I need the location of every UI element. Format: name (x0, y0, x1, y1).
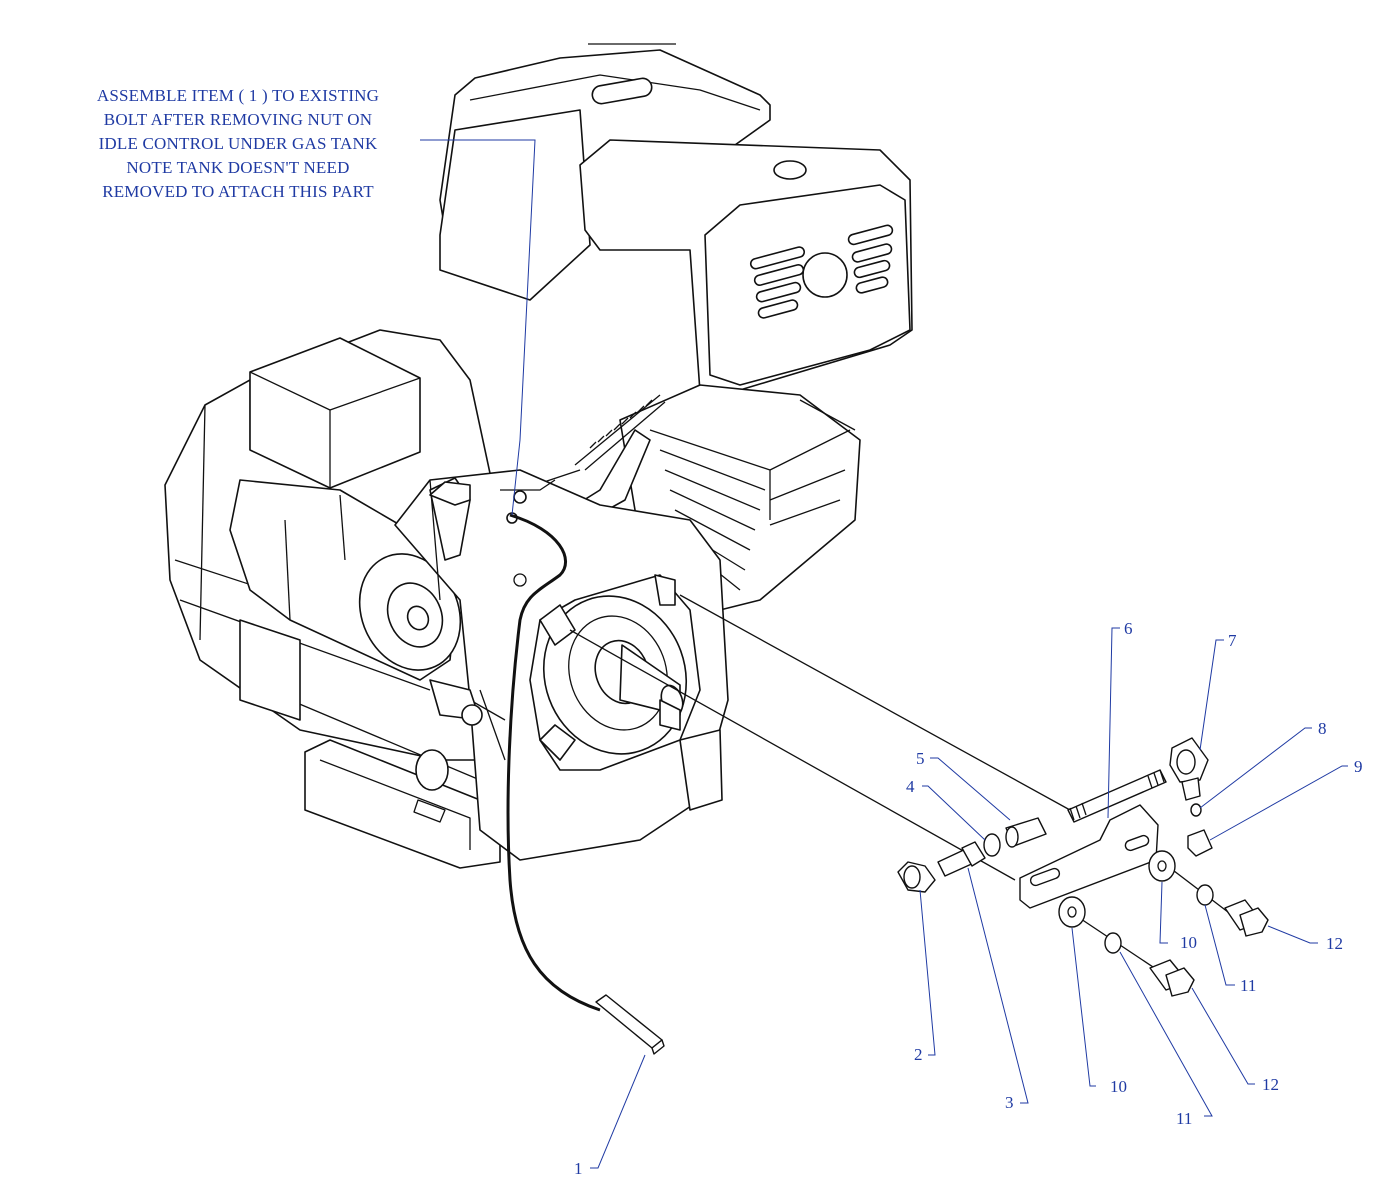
callout-4: 4 (906, 777, 915, 796)
part-9-nut (1187, 829, 1213, 857)
note-line-1: ASSEMBLE ITEM ( 1 ) TO EXISTING (96, 86, 380, 105)
axis-line-upper (679, 594, 1071, 811)
callout-11-lower: 11 (1176, 1109, 1192, 1128)
callout-1: 1 (574, 1159, 583, 1178)
exploded-parts (569, 594, 1269, 997)
part-6-threaded-rod (1067, 769, 1167, 823)
callout-5: 5 (916, 749, 925, 768)
part-10-washer-b (1058, 896, 1086, 928)
callout-leaders (590, 627, 1348, 1169)
part-5-spacer (1005, 817, 1047, 848)
callout-9: 9 (1354, 757, 1363, 776)
callout-12-lower: 12 (1262, 1075, 1279, 1094)
callout-2: 2 (914, 1045, 923, 1064)
air-cleaner-housing (579, 139, 913, 393)
callout-8: 8 (1318, 719, 1327, 738)
idle-control (429, 479, 556, 524)
lower-block (239, 619, 723, 811)
callout-3: 3 (1005, 1093, 1014, 1112)
note-line-4: NOTE TANK DOESN'T NEED (126, 158, 350, 177)
left-box (249, 337, 421, 489)
callout-10-upper: 10 (1180, 933, 1197, 952)
fuel-tank (439, 49, 771, 301)
axis-line-lower (569, 629, 1016, 881)
note-leader-line (420, 139, 536, 516)
part-12-bolt-b (1149, 959, 1195, 997)
callout-7: 7 (1228, 631, 1237, 650)
callout-12-upper: 12 (1326, 934, 1343, 953)
idle-cable (506, 513, 665, 1055)
note-line-3: IDLE CONTROL UNDER GAS TANK (98, 134, 378, 153)
part-2-hex-nut (897, 861, 936, 893)
part-7-elbow (1169, 737, 1209, 801)
assembly-note: ASSEMBLE ITEM ( 1 ) TO EXISTING BOLT AFT… (48, 84, 428, 204)
part-12-bolt-a (1224, 899, 1269, 937)
part-bracket (1019, 804, 1159, 909)
part-4-washer (983, 833, 1001, 857)
note-line-5: REMOVED TO ATTACH THIS PART (102, 182, 374, 201)
part-10-washer-a (1148, 850, 1176, 882)
engine-drawing (164, 43, 913, 869)
part-11-lockwasher-b (1104, 932, 1122, 954)
part-11-lockwasher-a (1196, 884, 1214, 906)
part-3-stud (937, 841, 986, 877)
engine-base (304, 739, 501, 869)
callout-6: 6 (1124, 619, 1133, 638)
callout-11-upper: 11 (1240, 976, 1256, 995)
callout-numbers: 1 2 3 4 5 6 7 8 9 10 10 11 11 12 12 (574, 619, 1363, 1178)
note-line-2: BOLT AFTER REMOVING NUT ON (103, 110, 373, 129)
part-8-ferrule (1190, 803, 1202, 817)
callout-10-lower: 10 (1110, 1077, 1127, 1096)
